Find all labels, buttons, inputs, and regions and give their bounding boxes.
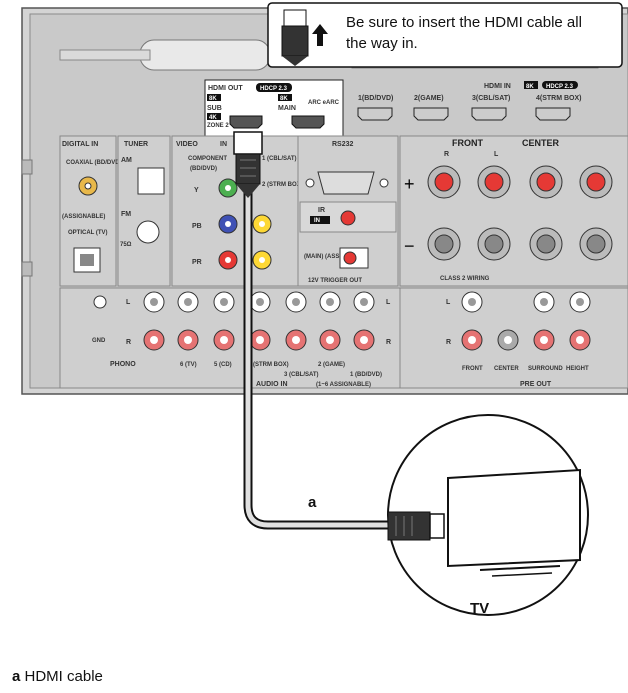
- hdcp-out-badge: HDCP 2.3: [260, 86, 288, 92]
- audio-in-5: 5 (CD): [214, 362, 232, 368]
- caption-text: HDMI cable: [24, 668, 103, 685]
- phono-l-label: L: [126, 299, 131, 306]
- hdmi-in-title: HDMI IN: [484, 83, 511, 90]
- out-sub-res: 8K: [209, 96, 217, 102]
- pre-out-section: L R FRONT CENTER SURROUND HEIGHT PRE OUT: [399, 287, 628, 389]
- front-r-label: R: [444, 151, 449, 158]
- pre-r-label: R: [446, 339, 451, 346]
- pre-front-label: FRONT: [462, 366, 483, 372]
- gnd-label: GND: [92, 338, 106, 344]
- ir-in-label: IN: [314, 218, 320, 224]
- callout-text: Be sure to insert the HDMI cable all the…: [346, 14, 582, 52]
- video-in-2-label: 2 (STRM BOX): [262, 182, 303, 188]
- video-title: VIDEO: [176, 141, 198, 148]
- speaker-section: FRONT CENTER R L + − CLASS 2 WIRING: [399, 135, 628, 287]
- phono-label: PHONO: [110, 361, 136, 368]
- rs232-title: RS232: [332, 141, 354, 148]
- center-speaker-label: CENTER: [522, 138, 560, 148]
- component-src-label: (BD/DVD): [190, 166, 217, 172]
- audio-in-1: 1 (BD/DVD): [350, 372, 382, 378]
- audio-in-title: AUDIO IN: [256, 381, 288, 388]
- video-in-1-label: 1 (CBL/SAT): [262, 156, 297, 162]
- video-in-title: IN: [220, 141, 227, 148]
- front-l-label: L: [494, 151, 499, 158]
- pre-out-title: PRE OUT: [520, 381, 552, 388]
- coaxial-label: COAXIAL (BD/DVD): [66, 160, 122, 166]
- hdmi-in-section: HDMI IN 8K HDCP 2.3 1(BD/DVD) 2(GAME) 3(…: [357, 81, 582, 121]
- hdmi-in-2: 2(GAME): [414, 95, 444, 102]
- pre-surround-label: SURROUND: [528, 366, 563, 372]
- out-zone-label: ZONE 2: [207, 123, 229, 129]
- ir-label: IR: [318, 207, 325, 214]
- out-zone-res: 4K: [209, 115, 217, 121]
- digital-in-section: DIGITAL IN COAXIAL (BD/DVD) (ASSIGNABLE)…: [59, 135, 122, 287]
- video-section: VIDEO IN COMPONENT (BD/DVD) Y PB PR 1 (C…: [171, 135, 303, 287]
- ohm-label: 75Ω: [120, 242, 132, 248]
- am-label: AM: [121, 157, 132, 164]
- hdcp-in-badge: HDCP 2.3: [546, 84, 574, 90]
- pb-label: PB: [192, 223, 202, 230]
- pr-label: PR: [192, 259, 202, 266]
- tuner-title: TUNER: [124, 141, 148, 148]
- out-main-res: 8K: [280, 96, 288, 102]
- audio-l-label: L: [386, 299, 391, 306]
- audio-in-section: GND PHONO L R L R 6 (TV) 5 (CD) 4 (STRM …: [59, 287, 401, 389]
- audio-in-2: 2 (GAME): [318, 362, 345, 368]
- caption-key: a: [12, 668, 21, 685]
- phono-r-label: R: [126, 339, 131, 346]
- hdmi-in-res: 8K: [526, 84, 534, 90]
- hdmi-out-title: HDMI OUT: [208, 85, 243, 92]
- front-speaker-label: FRONT: [452, 138, 483, 148]
- caption: a HDMI cable: [12, 668, 103, 685]
- out-main-label: MAIN: [278, 105, 296, 112]
- optical-label: OPTICAL (TV): [68, 230, 108, 236]
- out-sub-label: SUB: [207, 105, 222, 112]
- callout-box: [267, 2, 623, 68]
- hdmi-in-4: 4(STRM BOX): [536, 95, 582, 102]
- pre-center-label: CENTER: [494, 366, 519, 372]
- tv-inset: [387, 414, 589, 616]
- plus-label: +: [404, 174, 415, 194]
- control-section: RS232 IR IN (MAIN) (ASSIGNABLE) 12V TRIG…: [297, 135, 399, 287]
- assignable-label: (ASSIGNABLE): [62, 214, 105, 220]
- pre-l-label: L: [446, 299, 451, 306]
- hdmi-in-3: 3(CBL/SAT): [472, 95, 510, 102]
- main-assign-label: (MAIN) (ASSIGNABLE): [304, 254, 368, 260]
- out-arc-label: ARC eARC: [308, 100, 340, 106]
- hdmi-cable: [233, 131, 390, 530]
- arrow-up-icon: [312, 24, 328, 46]
- trigger-label: 12V TRIGGER OUT: [308, 278, 362, 284]
- class-wiring-label: CLASS 2 WIRING: [440, 276, 490, 282]
- component-label: COMPONENT: [188, 156, 227, 162]
- digital-in-title: DIGITAL IN: [62, 141, 98, 148]
- minus-label: −: [404, 236, 415, 256]
- audio-in-3: 3 (CBL/SAT): [284, 372, 319, 378]
- audio-assign-label: (1~6 ASSIGNABLE): [316, 382, 371, 388]
- audio-r-label: R: [386, 339, 391, 346]
- audio-in-4: 4 (STRM BOX): [248, 362, 289, 368]
- tv-label: TV: [470, 600, 490, 617]
- tuner-section: TUNER AM FM 75Ω: [117, 135, 171, 287]
- audio-in-6: 6 (TV): [180, 362, 197, 368]
- pre-height-label: HEIGHT: [566, 366, 589, 372]
- hdmi-out-section: HDMI OUT HDCP 2.3 8K SUB 4K ZONE 2 8K MA…: [204, 79, 344, 137]
- y-label: Y: [194, 187, 199, 194]
- cable-label: a: [308, 494, 317, 511]
- fm-label: FM: [121, 211, 131, 218]
- hdmi-in-1: 1(BD/DVD): [358, 95, 393, 102]
